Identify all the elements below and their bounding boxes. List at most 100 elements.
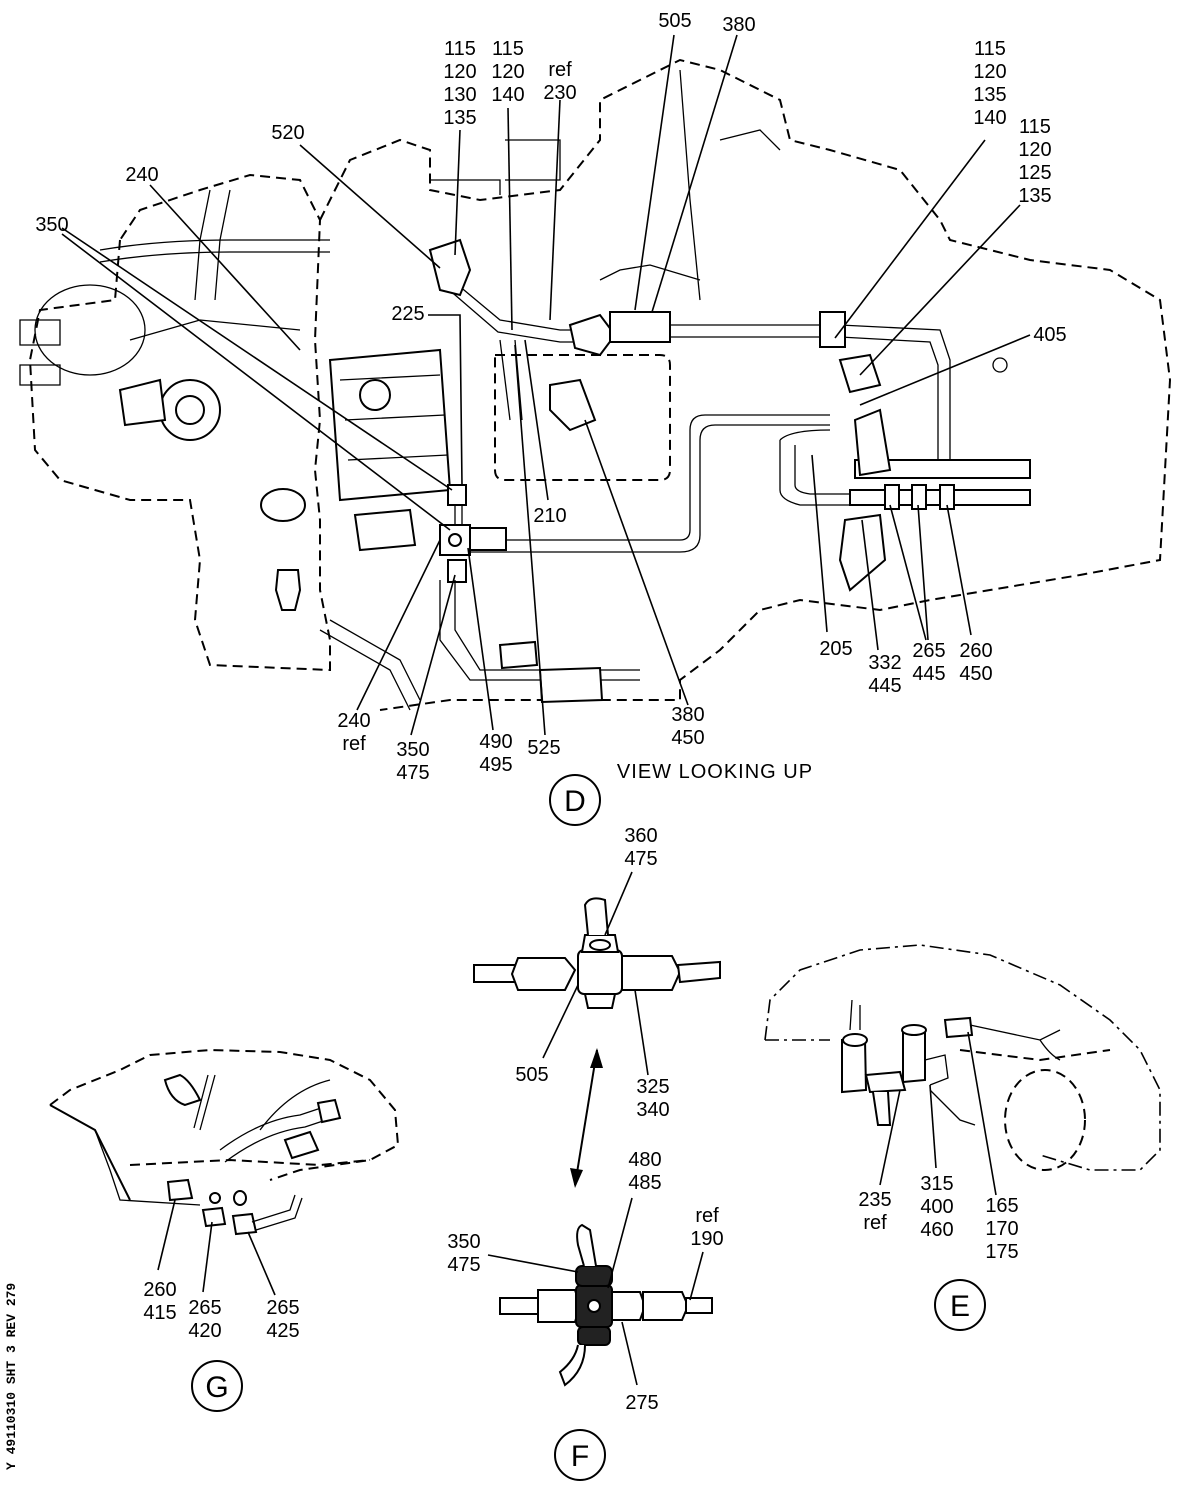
callout-line: 125 [1018, 162, 1051, 184]
f-lower-bottom-nut [577, 1326, 611, 1346]
callout-line: 332 [868, 652, 901, 674]
left-fitting-1 [19, 319, 61, 346]
callout-line: 480 [628, 1149, 661, 1171]
callout-line: 380 [722, 14, 755, 36]
view-e-leaders [879, 1031, 997, 1196]
view-d-leaders [61, 34, 1031, 736]
view-g-circle [191, 1360, 243, 1412]
f-lower-right-nut-1 [611, 1291, 647, 1321]
leader-380-450 [584, 419, 689, 706]
g-fitting-tube [251, 1194, 303, 1231]
callout-520: 520 [271, 122, 304, 144]
callout-210: 210 [533, 505, 566, 527]
right-fitting-1 [884, 484, 900, 510]
right-bolt [992, 357, 1008, 373]
leader-360-475 [604, 871, 633, 936]
f-lower-left-tube [499, 1297, 541, 1315]
control-unit-detail [339, 374, 449, 461]
e-top-tube [969, 1024, 1061, 1041]
view-e-letter: E [950, 1290, 970, 1323]
top-harness [679, 69, 701, 301]
left-hose-b [194, 189, 211, 301]
right-upper-manifold [854, 459, 1031, 479]
callout-line: 450 [959, 663, 992, 685]
g-hose-1 [193, 1074, 216, 1131]
leader-315-400-460 [929, 1084, 937, 1169]
left-housing-bulge [34, 284, 146, 376]
callout-line: 175 [985, 1241, 1018, 1263]
solenoid [353, 508, 417, 552]
callout-line: 495 [479, 754, 512, 776]
f-lower-top-tube [576, 1223, 597, 1267]
leader-525 [514, 344, 546, 736]
leader-260-450 [946, 504, 972, 636]
callout-line: 505 [658, 10, 691, 32]
g-fitting-260 [166, 1178, 194, 1202]
callout-line: 260 [959, 640, 992, 662]
callout-line: 120 [491, 61, 524, 83]
view-f-circle [554, 1429, 606, 1481]
callout-line: 265 [266, 1297, 299, 1319]
leader-115-120-125-135 [859, 204, 1021, 376]
cross-port [448, 533, 462, 547]
g-fitting-265-b [231, 1212, 258, 1236]
g-clamp [283, 1130, 320, 1160]
leader-490-495 [467, 547, 494, 731]
callout-line: 260 [143, 1279, 176, 1301]
g-housing-outline [49, 1048, 400, 1181]
callout-line: 450 [671, 727, 704, 749]
callout-line: 230 [543, 82, 576, 104]
lower-fitting [538, 666, 604, 704]
leader-115-120-130-135 [454, 129, 461, 256]
top-bracket [505, 139, 561, 181]
f-double-arrow-shaft [574, 1049, 598, 1186]
view-f-leaders [487, 871, 704, 1386]
e-fitting-top [901, 1024, 927, 1036]
e-valve-body [841, 1039, 868, 1094]
top-left-clamp [428, 238, 472, 297]
callout-line: 350 [396, 739, 429, 761]
e-down-tube [872, 1091, 892, 1126]
leader-115-120-140 [507, 107, 513, 331]
callout-line: 460 [920, 1219, 953, 1241]
center-rod [499, 339, 511, 421]
callout-line: 190 [690, 1228, 723, 1250]
f-upper-right-nut [621, 955, 682, 991]
f-lower-right-tube [685, 1297, 713, 1314]
top-nut-1 [609, 311, 671, 343]
callout-225: 225 [391, 303, 424, 325]
callout-line: 135 [443, 107, 476, 129]
callout-line: 415 [143, 1302, 176, 1324]
callout-line: 475 [447, 1254, 480, 1276]
callout-line: 485 [628, 1172, 661, 1194]
left-tube-top-2 [99, 251, 330, 263]
f-upper-left-nut [510, 957, 577, 991]
callout-line: 135 [1018, 185, 1051, 207]
callout-line: 405 [1033, 324, 1066, 346]
top-fitting [430, 179, 501, 195]
callout-line: ref [863, 1212, 887, 1234]
callout-line: 340 [636, 1099, 669, 1121]
callout-line: ref [695, 1205, 719, 1227]
leader-380 [651, 34, 738, 313]
sheet-identifier: Y 49110310 SHT 3 REV 279 [4, 1283, 19, 1470]
left-cap [260, 488, 306, 522]
leader-240 [149, 184, 301, 351]
view-e-drawing [764, 944, 1161, 1171]
e-tube-bend [1039, 1039, 1061, 1061]
f-lower-body-port [587, 1299, 601, 1313]
callout-line: ref [342, 733, 366, 755]
callout-line: 420 [188, 1320, 221, 1342]
callout-line: 130 [443, 84, 476, 106]
